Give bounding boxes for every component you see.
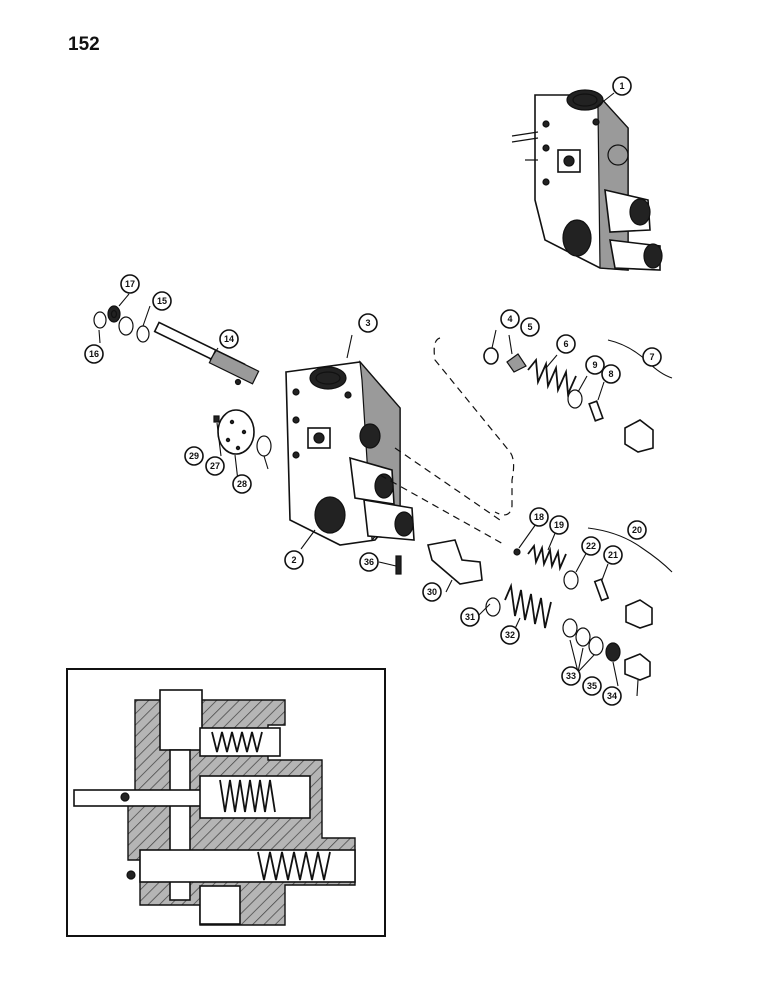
svg-text:19: 19 (554, 520, 564, 530)
svg-text:8: 8 (608, 369, 613, 379)
svg-text:31: 31 (465, 612, 475, 622)
callout-1: 1 (612, 76, 632, 96)
callout-21: 21 (603, 545, 623, 565)
svg-text:14: 14 (224, 334, 234, 344)
page-number: 152 (68, 34, 100, 55)
svg-text:35: 35 (587, 681, 597, 691)
svg-text:34: 34 (607, 691, 617, 701)
callout-14: 14 (219, 329, 239, 349)
callout-20: 20 (627, 520, 647, 540)
callout-2: 2 (284, 550, 304, 570)
callout-16: 16 (84, 344, 104, 364)
svg-text:28: 28 (237, 479, 247, 489)
svg-text:1: 1 (619, 81, 624, 91)
callout-18: 18 (529, 507, 549, 527)
callout-8: 8 (601, 364, 621, 384)
svg-text:5: 5 (527, 322, 532, 332)
svg-text:32: 32 (505, 630, 515, 640)
svg-text:30: 30 (427, 587, 437, 597)
callout-19: 19 (549, 515, 569, 535)
seal-parts-illustration (93, 305, 272, 457)
svg-text:2: 2 (291, 555, 296, 565)
svg-text:20: 20 (632, 525, 642, 535)
svg-text:4: 4 (507, 314, 512, 324)
valve-body-illustration (285, 360, 415, 546)
spool-illustration (153, 321, 260, 386)
svg-text:27: 27 (210, 461, 220, 471)
svg-text:7: 7 (649, 352, 654, 362)
svg-text:18: 18 (534, 512, 544, 522)
callout-31: 31 (460, 607, 480, 627)
svg-text:6: 6 (563, 339, 568, 349)
svg-text:9: 9 (592, 360, 597, 370)
sectional-view-inset (66, 668, 386, 937)
callout-6: 6 (556, 334, 576, 354)
svg-text:22: 22 (586, 541, 596, 551)
svg-text:33: 33 (566, 671, 576, 681)
callout-5: 5 (520, 317, 540, 337)
callout-29: 29 (184, 446, 204, 466)
svg-text:21: 21 (608, 550, 618, 560)
valve-body-assembly-illustration (511, 89, 663, 271)
svg-text:36: 36 (364, 557, 374, 567)
svg-text:29: 29 (189, 451, 199, 461)
svg-text:3: 3 (365, 318, 370, 328)
callout-7: 7 (642, 347, 662, 367)
svg-text:16: 16 (89, 349, 99, 359)
callout-22: 22 (581, 536, 601, 556)
callout-30: 30 (422, 582, 442, 602)
callout-35: 35 (582, 676, 602, 696)
callout-17: 17 (120, 274, 140, 294)
callout-36: 36 (359, 552, 379, 572)
callout-34: 34 (602, 686, 622, 706)
callout-33: 33 (561, 666, 581, 686)
callout-9: 9 (585, 355, 605, 375)
callout-3: 3 (358, 313, 378, 333)
callout-27: 27 (205, 456, 225, 476)
callout-15: 15 (152, 291, 172, 311)
upper-relief-cartridge-illustration (433, 337, 673, 516)
callout-4: 4 (500, 309, 520, 329)
callout-32: 32 (500, 625, 520, 645)
svg-text:15: 15 (157, 296, 167, 306)
svg-text:17: 17 (125, 279, 135, 289)
callout-28: 28 (232, 474, 252, 494)
lower-relief-cartridge-illustration (379, 447, 673, 681)
leader-lines (98, 92, 639, 697)
